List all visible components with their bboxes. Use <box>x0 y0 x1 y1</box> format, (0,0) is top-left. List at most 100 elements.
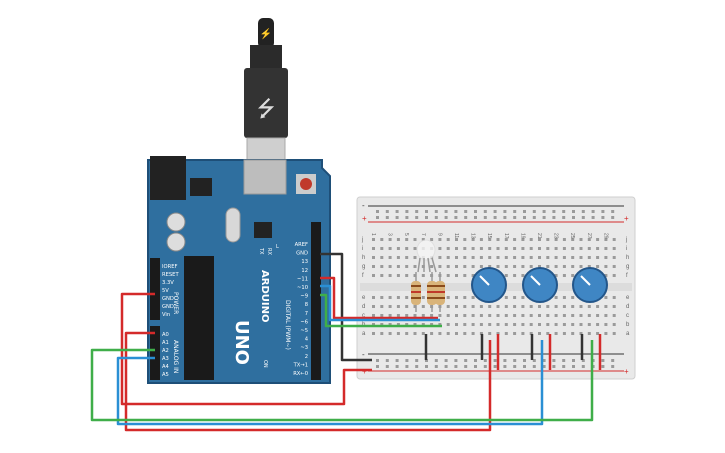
pin-label: AREF <box>295 242 308 248</box>
potentiometer-1[interactable] <box>471 267 507 303</box>
top-rail-plus: + <box>362 214 367 223</box>
column-number: 13 <box>470 233 476 239</box>
column-number: 17 <box>503 233 509 239</box>
pin-label: ~3 <box>300 345 308 351</box>
pin-label: A3 <box>162 356 169 362</box>
resistor-2[interactable] <box>427 272 437 312</box>
column-number: 3 <box>387 233 393 236</box>
pin-label: ~11 <box>297 276 308 282</box>
pin-label: 7 <box>305 311 308 317</box>
rx-label: RX <box>266 248 272 255</box>
row-letter: d <box>626 304 629 310</box>
row-letter: c <box>626 313 629 319</box>
bottom-rail-plus-right: + <box>624 367 629 376</box>
column-number: 21 <box>536 233 542 239</box>
row-letter: c <box>362 313 365 319</box>
pin-label: 2 <box>305 354 308 360</box>
brand-label: ARDUINO <box>259 270 270 322</box>
wire-pin11-red[interactable] <box>320 276 438 320</box>
pin-label: 13 <box>301 259 308 265</box>
resistor-1[interactable] <box>411 272 421 312</box>
pin-label: ~6 <box>300 319 308 325</box>
row-letter: g <box>362 264 365 270</box>
row-letter: f <box>362 273 364 279</box>
pin-label: RESET <box>162 272 179 278</box>
pin-label: GND <box>162 296 174 302</box>
wire-5v-red[interactable] <box>120 292 372 406</box>
top-rail-minus: - <box>362 201 365 210</box>
tx-label: TX <box>258 247 264 255</box>
pin-label: ~5 <box>300 328 308 334</box>
pin-label: Vin <box>162 312 170 318</box>
pin-label: RX←0 <box>293 371 308 377</box>
wire-gnd-black[interactable] <box>320 252 372 362</box>
pin-label: 8 <box>305 302 308 308</box>
digital-header-strip <box>311 222 321 380</box>
power-jack <box>150 156 186 200</box>
pin-label: GND <box>296 251 308 257</box>
row-letter: g <box>626 264 629 270</box>
row-letter: d <box>362 304 365 310</box>
bottom-rail-plus: + <box>362 367 367 376</box>
pin-label: IOREF <box>162 264 177 270</box>
wire-pin10-blue[interactable] <box>320 284 440 322</box>
column-number: 9 <box>436 233 442 236</box>
top-rail-plus-right: + <box>624 214 629 223</box>
row-letter: b <box>626 322 630 328</box>
row-letter: i <box>362 246 363 252</box>
row-letter: a <box>362 331 366 337</box>
row-letter: h <box>626 255 629 261</box>
usb-icon: ⭍ <box>257 96 275 121</box>
column-number: 27 <box>586 233 592 239</box>
analog-header-strip <box>150 326 160 380</box>
pin-label: A1 <box>162 340 169 346</box>
column-number: 11 <box>453 233 459 238</box>
row-letter: j <box>361 237 363 243</box>
rgb-led[interactable] <box>416 239 437 273</box>
potentiometer-3[interactable] <box>572 267 608 303</box>
resistor-3[interactable] <box>435 272 445 312</box>
column-number: 19 <box>519 233 525 239</box>
row-letter: i <box>626 246 627 252</box>
digital-header: DIGITAL (PWM~) <box>284 300 291 350</box>
wire-pin9-green[interactable] <box>320 293 442 328</box>
pin-label: A0 <box>162 332 169 338</box>
row-letter: e <box>362 295 366 301</box>
arduino-uno-board[interactable]: TX RX L ARDUINO UNO ON DIGITAL (PWM~) PO… <box>147 156 331 384</box>
atmega-chip <box>184 256 214 380</box>
pin-label: 4 <box>305 337 309 343</box>
pin-label: A4 <box>162 364 170 370</box>
l-label: L <box>276 244 279 250</box>
model-label: UNO <box>231 320 252 365</box>
pin-label: A2 <box>162 348 169 354</box>
column-number: 7 <box>420 233 426 236</box>
pin-label: ~9 <box>300 294 308 300</box>
analog-header: ANALOG IN <box>172 340 179 373</box>
column-number: 15 <box>486 233 492 239</box>
on-label: ON <box>262 360 268 368</box>
power-header: POWER <box>172 292 179 314</box>
wire-a0-red[interactable] <box>124 331 492 432</box>
digital-pin-labels: AREF GND 13 12 ~11 ~10 ~9 8 7 ~6 ~5 4 ~3 2TX→1RX←0 <box>293 242 309 377</box>
wire-a1-blue[interactable] <box>116 340 544 426</box>
potentiometer-2[interactable] <box>522 267 558 303</box>
power-pin-labels: IOREF RESET 3.3V 5V GND GND Vin <box>162 264 179 318</box>
pin-label: A5 <box>162 372 169 378</box>
capacitor <box>166 212 186 232</box>
pin-label: 5V <box>162 288 169 294</box>
column-number: 23 <box>553 233 559 239</box>
pin-label: 3.3V <box>162 280 174 286</box>
pin-label: GND <box>162 304 174 310</box>
pin-label: TX→1 <box>293 362 308 368</box>
pin-label: 12 <box>301 268 308 274</box>
row-letter: h <box>362 255 365 261</box>
row-letter: j <box>625 237 627 243</box>
pin-label: ~10 <box>297 285 308 291</box>
svg-text:⚡: ⚡ <box>260 27 272 40</box>
wire-a2-green[interactable] <box>90 340 594 422</box>
column-number: 25 <box>569 233 575 239</box>
row-letter: f <box>626 273 628 279</box>
column-number: 5 <box>403 233 409 236</box>
